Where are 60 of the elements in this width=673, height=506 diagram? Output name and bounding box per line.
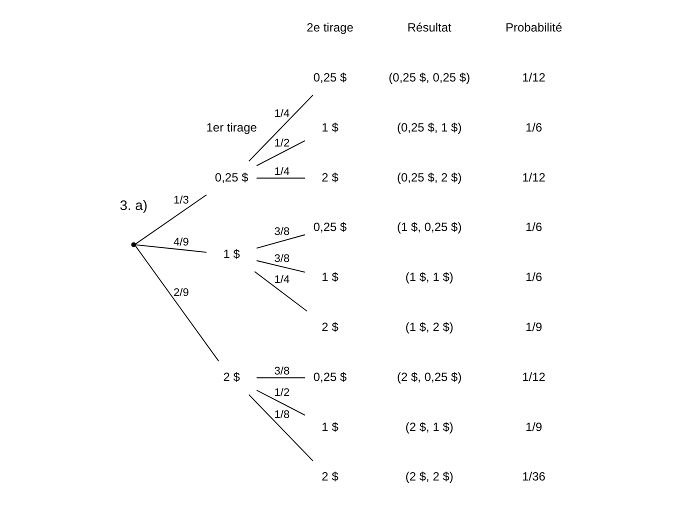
node-text: 0,25 $ [313,70,347,84]
edge-label: 1/4 [274,166,290,178]
label: 1/12 [522,370,546,384]
edge-label: 2/9 [174,287,189,300]
edge-label: 3/8 [274,366,290,378]
label: 1/12 [522,170,546,184]
label: (2 $, 0,25 $) [397,370,462,384]
edge-label: 1/4 [274,274,290,286]
label: 1/6 [525,120,542,134]
connector [254,271,308,312]
edge-label: 1/3 [174,194,189,207]
node-text: 2 $ [223,370,240,384]
label: 1/36 [522,470,546,484]
label: (0,25 $, 2 $) [397,170,462,184]
label: (1 $, 2 $) [405,320,454,334]
label: 1/6 [525,220,542,234]
node-text: 1 $ [223,246,240,261]
connector [256,260,306,273]
connector [256,377,306,378]
connector [256,178,306,179]
connector [256,234,306,249]
label: 1/9 [525,420,542,434]
node-text: 2 $ [322,470,338,484]
edge-label: 4/9 [174,236,189,248]
label: 1/12 [522,70,546,84]
node-point [131,242,136,248]
node-text: 2 $ [322,170,338,184]
node-text: 1 $ [322,120,338,134]
connector [135,194,207,244]
edge-label: 1/2 [274,137,290,150]
label: (2 $, 2 $) [405,470,454,484]
connector [248,94,314,162]
connector [134,245,220,362]
label: (2 $, 1 $) [405,420,454,434]
label: (0,25 $, 0,25 $) [388,70,470,84]
edge-label: 1/2 [274,386,290,399]
node-text: 0,25 $ [313,370,347,384]
connector [135,244,207,253]
label: (1 $, 0,25 $) [397,220,462,234]
connector [256,390,306,416]
node-text: 1 $ [322,270,338,284]
edge-label: 3/8 [274,226,290,238]
node-text: 1 $ [322,420,338,434]
node-text: 0,25 $ [214,170,248,184]
label: Probabilité [505,20,562,35]
connector [248,394,314,462]
label: 1er tirage [206,120,257,134]
node-text: 0,25 $ [313,220,347,234]
edge-label: 1/8 [274,409,290,422]
label: (1 $, 1 $) [405,270,454,284]
edge-label: 3/8 [274,252,290,265]
label: 1/9 [525,320,542,334]
label: (0,25 $, 1 $) [397,120,462,134]
label: 2e tirage [306,20,354,35]
label: 3. a) [120,197,148,214]
node-text: 2 $ [322,320,338,334]
label: Résultat [407,20,452,35]
edge-label: 1/4 [274,108,290,120]
connector [256,140,306,166]
label: 1/6 [525,270,542,284]
